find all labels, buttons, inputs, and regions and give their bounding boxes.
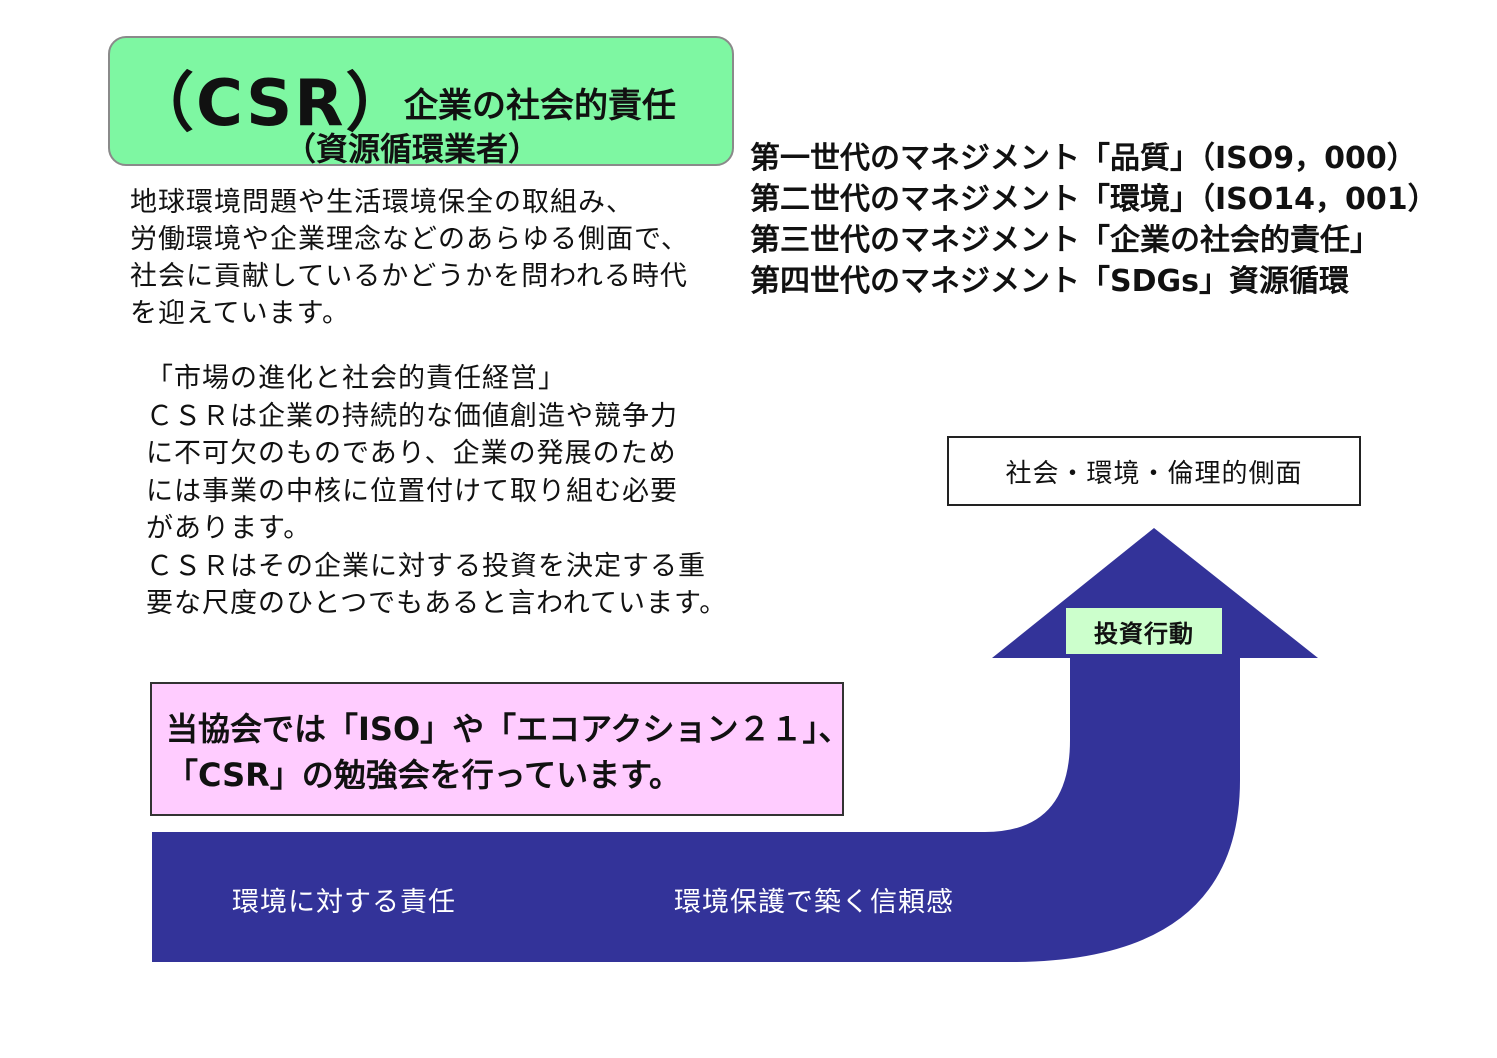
market-line: に不可欠のものであり、企業の発展のため <box>146 438 677 469</box>
market-paragraph: 「市場の進化と社会的責任経営」 ＣＳＲは企業の持続的な価値創造や競争力 に不可欠… <box>146 360 786 623</box>
page-subtitle-secondary: （資源循環業者） <box>284 130 541 168</box>
notice-line: 「CSR」の勉強会を行っています。 <box>166 756 681 794</box>
generation-item: 第一世代のマネジメント「品質」（ISO9，000） <box>750 141 1417 176</box>
band-label-right: 環境保護で築く信頼感 <box>674 887 954 918</box>
title-box <box>108 36 734 166</box>
intro-paragraph: 地球環境問題や生活環境保全の取組み、 労働環境や企業理念などのあらゆる側面で、 … <box>130 184 745 332</box>
management-generations-list: 第一世代のマネジメント「品質」（ISO9，000） 第二世代のマネジメント「環境… <box>750 138 1450 302</box>
intro-line: を迎えています。 <box>130 298 350 329</box>
intro-line: 労働環境や企業理念などのあらゆる側面で、 <box>130 224 689 255</box>
generation-item: 第三世代のマネジメント「企業の社会的責任」 <box>750 223 1380 258</box>
band-label-left: 環境に対する責任 <box>232 887 456 918</box>
social-aspects-box: 社会・環境・倫理的側面 <box>947 436 1361 506</box>
intro-line: 社会に貢献しているかどうかを問われる時代 <box>130 261 688 292</box>
market-line: には事業の中核に位置付けて取り組む必要 <box>146 475 678 507</box>
market-line: ＣＳＲは企業の持続的な価値創造や競争力 <box>146 400 678 432</box>
page-subtitle: 企業の社会的責任 <box>404 86 676 126</box>
intro-line: 地球環境問題や生活環境保全の取組み、 <box>130 187 634 218</box>
page-title: （CSR） <box>130 67 412 141</box>
notice-box: 当協会では「ISO」や「エコアクション２１」、 「CSR」の勉強会を行っています… <box>150 682 851 816</box>
arrow-band-shape <box>152 528 1318 962</box>
notice-line: 当協会では「ISO」や「エコアクション２１」、 <box>166 710 851 748</box>
market-line: があります。 <box>146 513 312 544</box>
investment-action-label: 投資行動 <box>1066 608 1222 654</box>
generation-item: 第二世代のマネジメント「環境」（ISO14，001） <box>750 182 1438 217</box>
generation-item: 第四世代のマネジメント「SDGs」資源循環 <box>750 264 1349 299</box>
market-line: 要な尺度のひとつでもあると言われています。 <box>146 588 728 619</box>
market-line: ＣＳＲはその企業に対する投資を決定する重 <box>146 550 706 582</box>
market-line: 「市場の進化と社会的責任経営」 <box>146 363 566 394</box>
